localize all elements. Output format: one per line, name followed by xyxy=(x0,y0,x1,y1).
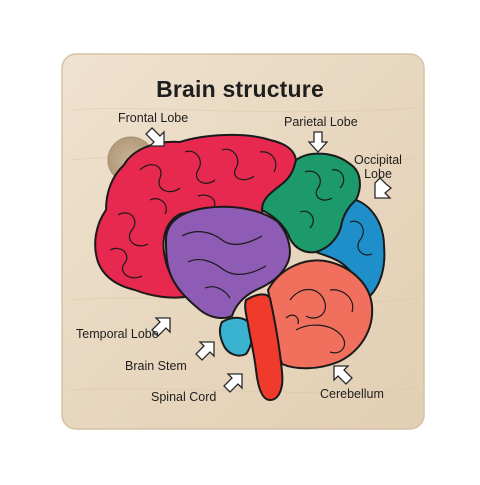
temporal-lobe-piece[interactable] xyxy=(164,205,291,319)
cerebellum-label: Cerebellum xyxy=(320,387,384,401)
occipital-lobe-folds xyxy=(349,220,373,256)
spinal-cord-piece[interactable] xyxy=(244,293,284,402)
parietal-lobe-folds xyxy=(299,169,345,229)
parietal-lobe-label: Parietal Lobe xyxy=(284,115,358,129)
spinal-cord-label: Spinal Cord xyxy=(151,390,217,404)
arrow-icon xyxy=(333,365,353,385)
cerebellum-folds xyxy=(285,288,354,354)
temporal-lobe-label: Temporal Lobe xyxy=(76,327,159,341)
occipital-lobe-piece[interactable] xyxy=(313,198,386,298)
occipital-lobe-label-line2: Lobe xyxy=(364,167,392,181)
frontal-lobe-folds xyxy=(109,148,277,279)
occipital-lobe-label: Occipital Lobe xyxy=(352,153,404,181)
arrow-icon xyxy=(374,177,393,199)
temporal-lobe-folds xyxy=(181,231,267,299)
board-title: Brain structure xyxy=(156,76,324,102)
arrow-icon xyxy=(195,341,215,361)
arrow-icon xyxy=(223,373,243,393)
arrow-icon xyxy=(145,127,165,147)
occipital-lobe-label-line1: Occipital xyxy=(354,153,402,167)
arrow-icon xyxy=(151,317,171,337)
arrow-icon xyxy=(307,131,329,153)
brain-stem-label: Brain Stem xyxy=(125,359,187,373)
brain-stem-piece[interactable] xyxy=(218,316,254,357)
arrow-icon xyxy=(145,127,393,393)
frontal-lobe-label: Frontal Lobe xyxy=(118,111,189,125)
